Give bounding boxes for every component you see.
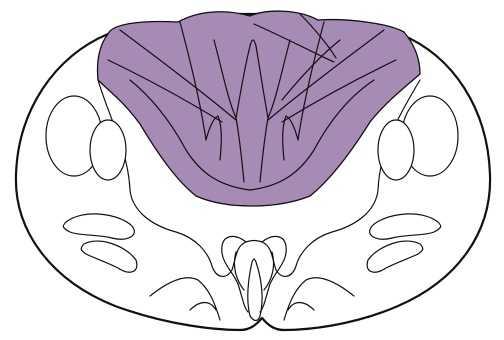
right-lateral-tract-inner: [378, 120, 414, 180]
left-lateral-tract-inner: [90, 120, 126, 180]
